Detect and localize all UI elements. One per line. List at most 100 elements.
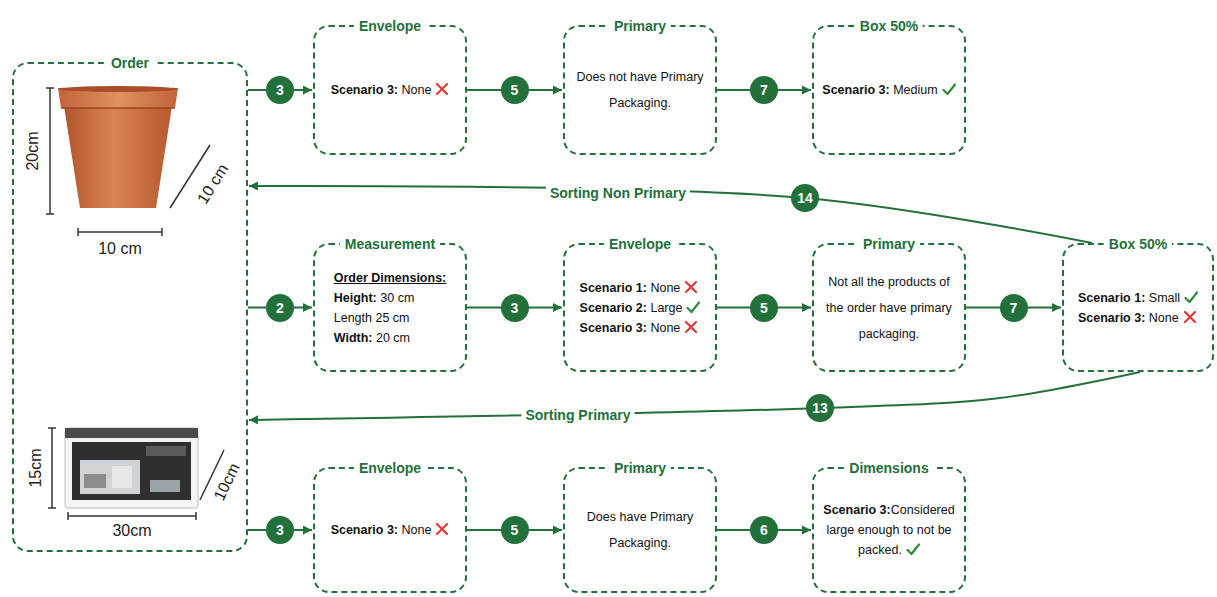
box-text-group: Does not have Primary Packaging. <box>571 64 709 116</box>
step-box: EnvelopeScenario 3: None <box>313 467 467 593</box>
plain-part: None <box>398 83 431 97</box>
check-mark <box>906 542 920 556</box>
order-group: Order <box>12 62 248 552</box>
flow-label: Sorting Non Primary <box>546 184 690 202</box>
step-number: 14 <box>791 184 819 212</box>
check-mark <box>686 300 700 314</box>
bold-part: Scenario 1: <box>1078 291 1145 305</box>
plain-part: Small <box>1145 291 1180 305</box>
box-text: Length 25 cm <box>334 308 447 328</box>
box-heading: Box 50% <box>1104 235 1172 253</box>
flow-connector <box>249 372 1140 420</box>
step-number: 5 <box>501 516 529 544</box>
box-text: Width: 20 cm <box>334 328 447 348</box>
box-heading: Order <box>106 54 154 72</box>
pot-illustration <box>58 86 178 208</box>
box-text-group: Scenario 3: None <box>331 520 450 540</box>
dimension-label: 20cm <box>24 131 42 170</box>
step-box: DimensionsScenario 3:Considered large en… <box>812 467 966 593</box>
cross-mark <box>684 320 698 334</box>
box-body: Scenario 3: None <box>315 469 465 591</box>
plain-part: None <box>1145 311 1178 325</box>
step-box: PrimaryNot all the products of the order… <box>812 243 966 372</box>
step-number: 2 <box>266 294 294 322</box>
box-body: Order Dimensions:Height: 30 cmLength 25 … <box>315 245 465 370</box>
box-text: Scenario 1: Small <box>1078 288 1198 308</box>
dimension-label: 10 cm <box>98 240 142 258</box>
plain-part: 30 cm <box>377 291 415 305</box>
cross-mark <box>1183 310 1197 324</box>
check-mark <box>942 82 956 96</box>
box-body: Does have Primary Packaging. <box>565 469 715 591</box>
step-box: Box 50%Scenario 1: SmallScenario 3: None <box>1062 243 1214 372</box>
box-text: Scenario 3: None <box>331 520 450 540</box>
plain-part: Medium <box>890 83 938 97</box>
box-text: Does have Primary Packaging. <box>571 504 709 556</box>
step-box: EnvelopeScenario 1: NoneScenario 2: Larg… <box>563 243 717 372</box>
box-body: Scenario 3: Medium <box>814 27 964 153</box>
bold-part: Scenario 3: <box>1078 311 1145 325</box>
box-heading: Measurement <box>340 235 440 253</box>
box-body: Scenario 1: NoneScenario 2: LargeScenari… <box>565 245 715 370</box>
box-text: Not all the products of the order have p… <box>820 269 958 347</box>
step-number: 7 <box>1000 294 1028 322</box>
step-number: 5 <box>750 294 778 322</box>
step-number: 3 <box>266 516 294 544</box>
dimension-label: 10 cm <box>194 161 232 207</box>
box-text-group: Does have Primary Packaging. <box>571 504 709 556</box>
box-text: Scenario 1: None <box>580 278 701 298</box>
box-text: Does not have Primary Packaging. <box>571 64 709 116</box>
box-heading: Primary <box>858 235 920 253</box>
bold-part: Scenario 3: <box>823 503 890 517</box>
box-text-group: Scenario 1: NoneScenario 2: LargeScenari… <box>580 278 701 338</box>
check-mark <box>1184 290 1198 304</box>
bold-part: Height: <box>334 291 377 305</box>
bold-part: Scenario 3: <box>580 321 647 335</box>
step-box: Box 50%Scenario 3: Medium <box>812 25 966 155</box>
box-body: Not all the products of the order have p… <box>814 245 964 370</box>
box-text-group: Scenario 3:Considered large enough to no… <box>820 500 958 560</box>
plain-part: None <box>647 321 680 335</box>
step-box: PrimaryDoes have Primary Packaging. <box>563 467 717 593</box>
box-body: Scenario 3: None <box>315 27 465 153</box>
step-box: PrimaryDoes not have Primary Packaging. <box>563 25 717 155</box>
box-text-group: Scenario 3: Medium <box>822 80 955 100</box>
pot-dimension-lines <box>46 88 210 236</box>
bold-part: Scenario 3: <box>331 523 398 537</box>
box-body: Scenario 3:Considered large enough to no… <box>814 469 964 591</box>
box-text: Scenario 3: None <box>331 80 450 100</box>
box-heading: Envelope <box>354 459 426 477</box>
box-text: Order Dimensions: <box>334 268 447 288</box>
box-text-group: Scenario 1: SmallScenario 3: None <box>1078 288 1198 328</box>
step-number: 3 <box>266 76 294 104</box>
box-text: Scenario 2: Large <box>580 298 701 318</box>
step-number: 3 <box>501 294 529 322</box>
step-number: 5 <box>501 76 529 104</box>
box-heading: Envelope <box>604 235 676 253</box>
step-number: 7 <box>750 76 778 104</box>
bold-part: Scenario 3: <box>822 83 889 97</box>
cross-mark <box>435 82 449 96</box>
flow-label: Sorting Primary <box>521 406 634 424</box>
box-body: Scenario 1: SmallScenario 3: None <box>1064 245 1212 370</box>
bold-part: Scenario 1: <box>580 281 647 295</box>
plain-part: None <box>398 523 431 537</box>
step-box: MeasurementOrder Dimensions:Height: 30 c… <box>313 243 467 372</box>
bold-part: Scenario 2: <box>580 301 647 315</box>
box-text-group: Order Dimensions:Height: 30 cmLength 25 … <box>334 268 447 348</box>
box-heading: Primary <box>609 17 671 35</box>
box-text: Scenario 3:Considered large enough to no… <box>820 500 958 560</box>
dimension-label: 15cm <box>27 448 45 487</box>
box-text: Height: 30 cm <box>334 288 447 308</box>
plain-part: 20 cm <box>373 331 411 345</box>
bold-part: Width: <box>334 331 373 345</box>
box-text-group: Scenario 3: None <box>331 80 450 100</box>
cross-mark <box>435 522 449 536</box>
box-text: Scenario 3: None <box>580 318 701 338</box>
box-heading: Dimensions <box>844 459 933 477</box>
